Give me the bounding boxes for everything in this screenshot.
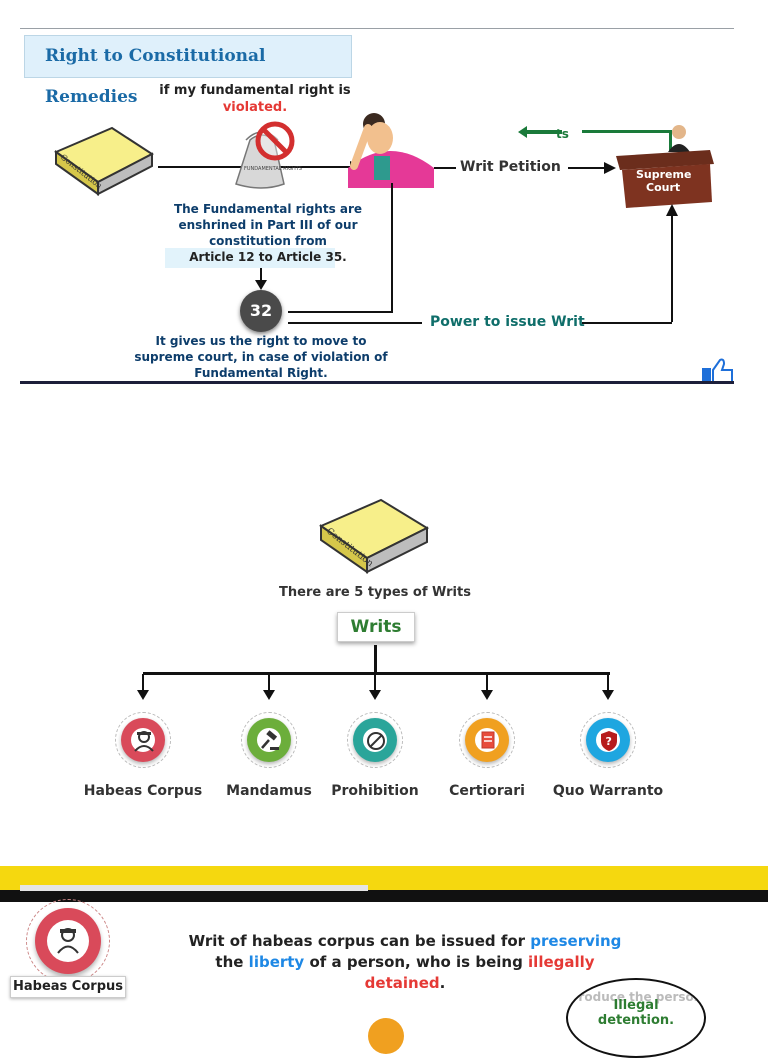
svg-text:?: ?	[606, 735, 612, 748]
enshrined-line-3: constitution from	[209, 234, 327, 248]
habeas-badge-label: Habeas Corpus	[10, 976, 126, 998]
writ-label: Quo Warranto	[552, 783, 664, 799]
arrow-up-icon	[666, 204, 678, 216]
liberty-word: liberty	[248, 953, 305, 971]
connector-line	[582, 322, 672, 324]
writ-petition-label: Writ Petition	[460, 159, 561, 175]
prohibited-icon	[255, 121, 295, 161]
green-arrow-icon	[518, 126, 562, 138]
enshrined-line-2: enshrined in Part III of our	[178, 218, 358, 232]
tree-drop-line	[268, 674, 270, 692]
arrow-down-icon	[263, 690, 275, 700]
habeas-badge	[26, 899, 110, 983]
writs-caption: There are 5 types of Writs	[279, 585, 471, 600]
gives-line-2: supreme court, in case of violation of	[134, 350, 388, 364]
tree-branch	[143, 672, 610, 675]
bag-label: FUNDAMENTAL RIGHTS	[244, 166, 302, 172]
question-line-1: if my fundamental right is	[159, 83, 351, 98]
constitution-book-icon: Constitution	[318, 498, 430, 574]
period: .	[439, 974, 446, 992]
illegal-detention-oval: Produce the person Illegal detention.	[566, 978, 706, 1058]
connector-line	[671, 212, 673, 322]
arrow-line	[568, 167, 608, 169]
arrow-line	[434, 167, 456, 169]
preserving-word: preserving	[530, 932, 622, 950]
habeas-description: Writ of habeas corpus can be issued for …	[180, 931, 630, 994]
writ-certiorari-circle	[459, 712, 515, 768]
court-label-2: Court	[646, 181, 680, 194]
arrow-head-icon	[604, 162, 616, 174]
tree-drop-line	[607, 674, 609, 692]
desc-part-1: Writ of habeas corpus can be issued for	[188, 932, 531, 950]
enshrined-line-1: The Fundamental rights are	[173, 202, 363, 216]
writ-label: Habeas Corpus	[83, 783, 203, 799]
writs-types-panel: Constitution There are 5 types of Writs	[0, 480, 768, 820]
articles-range: Article 12 to Article 35.	[189, 250, 347, 264]
writ-quo-warranto-circle: ?	[580, 712, 636, 768]
writ-prohibition-circle	[347, 712, 403, 768]
gives-line-3: Fundamental Right.	[194, 366, 328, 380]
shield-question-icon: ?	[601, 731, 617, 751]
article-highlight	[165, 248, 335, 268]
orange-circle	[368, 1018, 404, 1054]
supreme-court-icon: Supreme Court	[616, 125, 714, 208]
detention-word: detention.	[597, 1013, 675, 1028]
writ-label: Mandamus	[226, 783, 312, 799]
green-connector	[669, 130, 672, 152]
constitution-book-icon: Constitution	[53, 126, 154, 196]
arrow-down-icon	[369, 690, 381, 700]
writ-habeas-corpus-circle	[115, 712, 171, 768]
arrow-down-icon	[602, 690, 614, 700]
green-connector	[582, 130, 672, 133]
tree-drop-line	[486, 674, 488, 692]
top-divider	[20, 28, 734, 29]
enshrined-text: The Fundamental rights are enshrined in …	[140, 201, 396, 265]
worried-person-icon	[348, 113, 434, 188]
article-32-badge: 32	[240, 290, 282, 332]
tree-trunk	[374, 645, 377, 673]
arrow-down-icon	[255, 280, 267, 290]
black-banner	[0, 890, 768, 902]
gives-line-1: It gives us the right to move to	[155, 334, 367, 348]
tree-drop-line	[142, 674, 144, 692]
person-icon	[57, 928, 79, 954]
gavel-icon	[261, 730, 279, 750]
writs-partial-label: ts	[556, 127, 569, 141]
bottom-divider	[20, 381, 734, 384]
writs-heading: Writs	[337, 612, 415, 642]
prohibition-icon	[367, 732, 385, 750]
writ-mandamus-circle	[241, 712, 297, 768]
question-text: if my fundamental right is violated.	[150, 82, 360, 116]
connector-line	[288, 322, 422, 324]
person-icon	[134, 731, 154, 752]
arrow-line	[260, 268, 262, 284]
produce-person-text: Produce the person	[569, 990, 703, 1004]
arrow-down-icon	[137, 690, 149, 700]
tree-drop-line	[374, 674, 376, 692]
power-label: Power to issue Writ	[430, 314, 585, 330]
connector-line	[391, 183, 393, 313]
detained-word: detained	[364, 974, 440, 992]
panel-title: Right to Constitutional Remedies	[24, 35, 352, 107]
connector-line	[288, 311, 393, 313]
constitutional-remedies-panel: Right to Constitutional Remedies if my f…	[0, 0, 768, 395]
court-label-1: Supreme	[636, 168, 691, 181]
illegal-word: Illegal	[613, 998, 659, 1013]
document-icon	[481, 731, 495, 749]
gives-text: It gives us the right to move to supreme…	[126, 333, 396, 381]
writ-label: Prohibition	[331, 783, 419, 799]
arrow-down-icon	[481, 690, 493, 700]
desc-part-3: of a person, who is being	[304, 953, 529, 971]
illegally-word: illegally	[528, 953, 595, 971]
violated-text: violated.	[222, 100, 288, 115]
thumbs-up-icon	[702, 358, 733, 384]
writ-label: Certiorari	[449, 783, 525, 799]
grey-strip	[20, 885, 368, 891]
desc-part-2: the	[215, 953, 249, 971]
